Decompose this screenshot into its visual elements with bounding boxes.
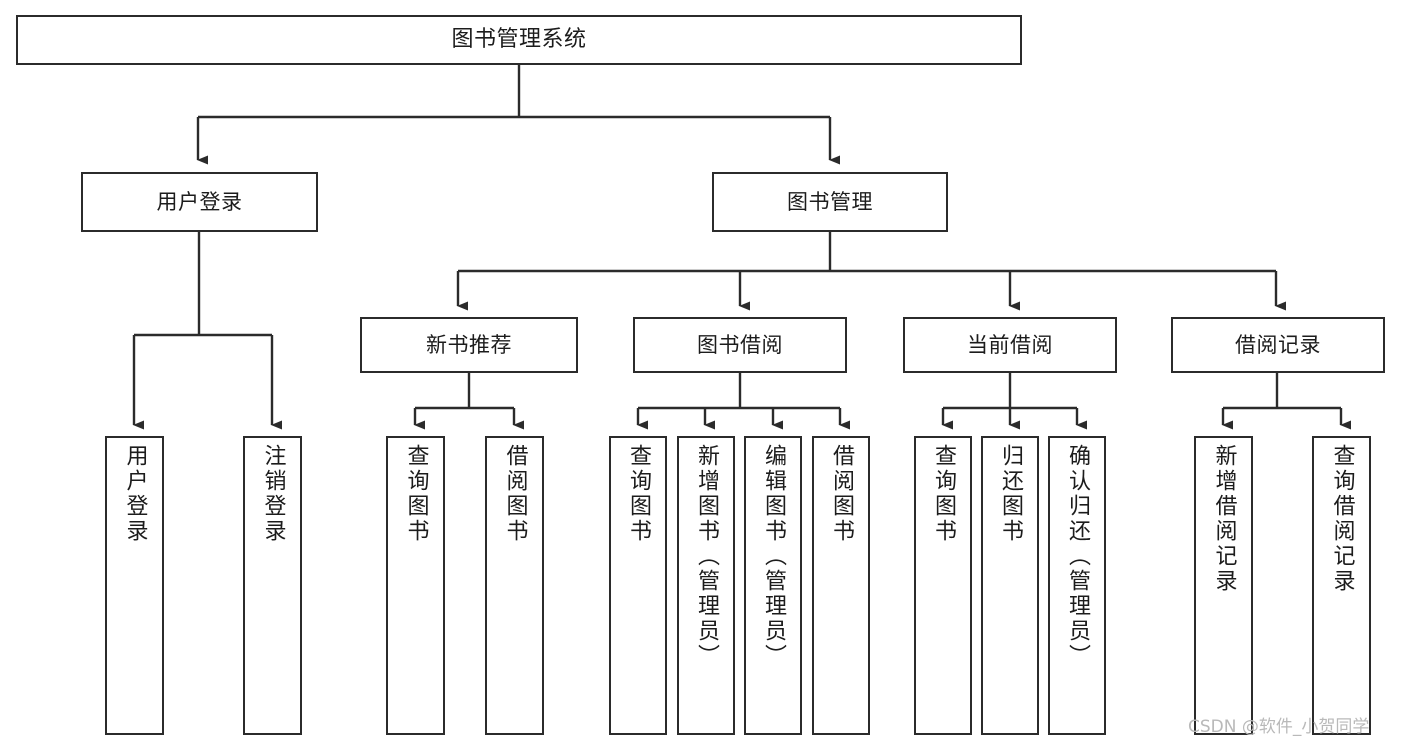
node-label: 注销登录	[260, 444, 286, 544]
node-label: 图书借阅	[697, 332, 783, 357]
node-leaf-add-book-admin[interactable]: 新增图书（管理员）	[677, 436, 735, 735]
node-leaf-logout[interactable]: 注销登录	[243, 436, 302, 735]
node-label: 借阅记录	[1235, 332, 1321, 357]
node-label: 新书推荐	[426, 332, 512, 357]
node-label: 图书管理系统	[451, 27, 587, 53]
node-new-book-recommend[interactable]: 新书推荐	[360, 317, 578, 373]
node-label: 查询借阅记录	[1329, 444, 1355, 594]
node-leaf-query-book-recommend[interactable]: 查询图书	[386, 436, 445, 735]
node-label: 借阅图书	[829, 444, 854, 544]
csdn-watermark: CSDN @软件_小贺同学	[1188, 717, 1370, 737]
node-label: 用户登录	[156, 189, 243, 214]
node-book-management[interactable]: 图书管理	[712, 172, 948, 232]
node-leaf-edit-book-admin[interactable]: 编辑图书（管理员）	[744, 436, 802, 735]
node-label: 图书管理	[787, 189, 873, 214]
node-root-system[interactable]: 图书管理系统	[16, 15, 1022, 65]
node-leaf-add-borrow-record[interactable]: 新增借阅记录	[1194, 436, 1253, 735]
node-book-borrow[interactable]: 图书借阅	[633, 317, 847, 373]
node-label: 归还图书	[998, 444, 1023, 544]
node-leaf-query-borrow-record[interactable]: 查询借阅记录	[1312, 436, 1371, 735]
node-borrow-record[interactable]: 借阅记录	[1171, 317, 1385, 373]
node-label: 查询图书	[403, 444, 429, 544]
node-leaf-borrow-book-recommend[interactable]: 借阅图书	[485, 436, 544, 735]
node-user-login[interactable]: 用户登录	[81, 172, 318, 232]
node-label: 查询图书	[931, 444, 956, 544]
node-label: 当前借阅	[967, 332, 1053, 357]
node-leaf-confirm-return-admin[interactable]: 确认归还（管理员）	[1048, 436, 1106, 735]
node-leaf-return-book[interactable]: 归还图书	[981, 436, 1039, 735]
node-label: 确认归还（管理员）	[1065, 444, 1090, 669]
node-leaf-user-login[interactable]: 用户登录	[105, 436, 164, 735]
node-label: 新增借阅记录	[1211, 444, 1237, 594]
node-leaf-query-book-borrow[interactable]: 查询图书	[609, 436, 667, 735]
node-current-borrow[interactable]: 当前借阅	[903, 317, 1117, 373]
node-leaf-query-book-current[interactable]: 查询图书	[914, 436, 972, 735]
node-label: 借阅图书	[502, 444, 528, 544]
node-leaf-borrow-book[interactable]: 借阅图书	[812, 436, 870, 735]
node-label: 编辑图书（管理员）	[761, 444, 786, 669]
node-label: 新增图书（管理员）	[694, 444, 719, 669]
node-label: 用户登录	[122, 444, 148, 544]
node-label: 查询图书	[626, 444, 651, 544]
